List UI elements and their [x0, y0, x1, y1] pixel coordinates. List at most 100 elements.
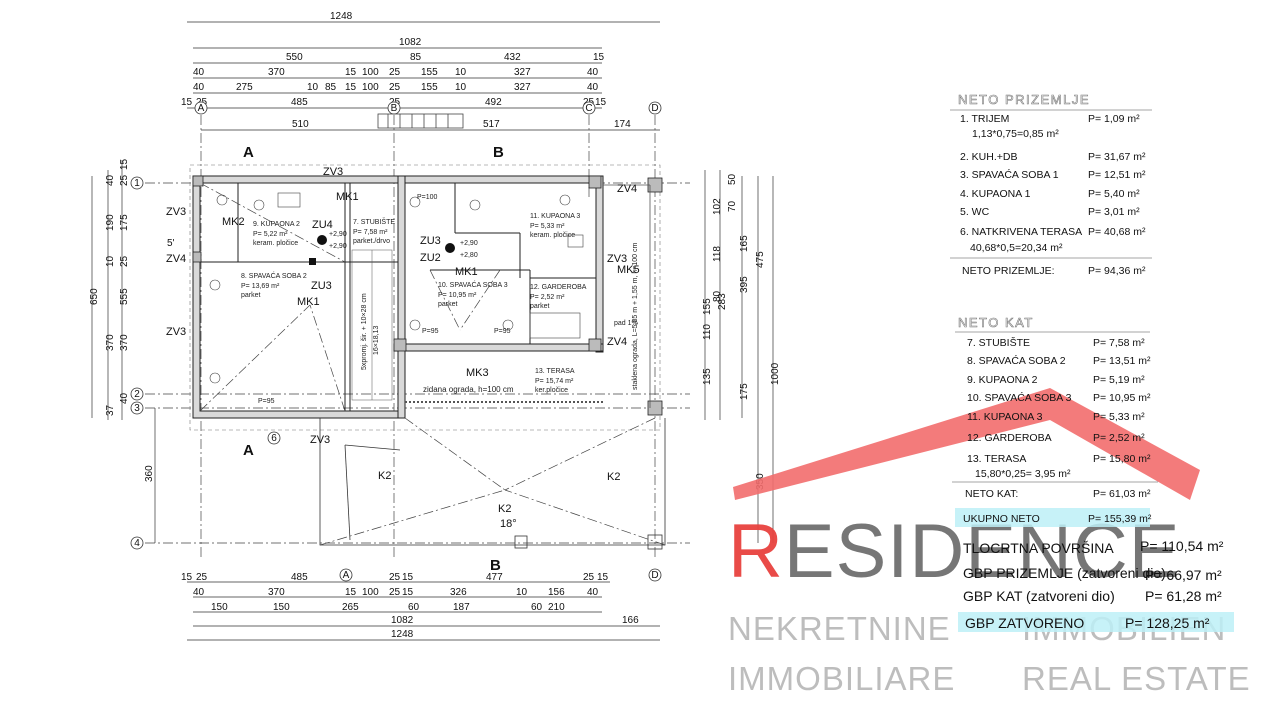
table-title: NETO PRIZEMLJE	[958, 92, 1090, 107]
room-area: P= 15,74 m²	[535, 378, 574, 385]
marker-zu3: ZU3	[420, 235, 441, 247]
stair-label: 5xpromj. šir. + 10×28 cm	[361, 293, 368, 370]
marker-k2: K2	[607, 471, 620, 483]
dim-label: 135	[702, 368, 713, 385]
dim-label: 150	[273, 602, 290, 613]
row-value: P= 5,19 m²	[1093, 374, 1145, 386]
dim-label: 485	[291, 572, 308, 583]
row-value: P= 5,40 m²	[1088, 188, 1140, 200]
dim-label: 517	[483, 119, 500, 130]
dim-label: 25	[119, 174, 130, 186]
dim-label: 327	[514, 82, 531, 93]
neto-prizemlje-table: NETO PRIZEMLJE 1. TRIJEM P= 1,09 m² 1,13…	[950, 92, 1152, 277]
roof-angle: 18°	[500, 518, 517, 530]
watermark-line: REAL ESTATE	[1022, 660, 1251, 697]
axis-label: 6	[271, 433, 277, 444]
room-labels: 9. KUPAONA 2 P= 5,22 m² keram. pločice 7…	[241, 213, 587, 394]
dim-label: 283	[717, 293, 728, 310]
dim-label: 15	[345, 587, 357, 598]
level-mark: +2,80	[460, 252, 478, 259]
door-label: P=100	[417, 194, 438, 201]
dim-label: 650	[89, 288, 100, 305]
room-name: 7. STUBIŠTE	[353, 217, 395, 226]
dim-label: 187	[453, 602, 470, 613]
axis-label: D	[651, 570, 658, 581]
level-mark: +2,90	[460, 240, 478, 247]
dim-label: 1248	[330, 11, 353, 22]
dim-label: 155	[702, 298, 713, 315]
dim-row: 40 370 15 100 25 155 10 327 40	[193, 67, 599, 78]
dim-label: 1248	[391, 629, 414, 640]
axis-label: 2	[134, 389, 140, 400]
gbp-kat-label: GBP KAT (zatvoreni dio)	[963, 588, 1115, 604]
axis-label: 1	[134, 178, 140, 189]
dim-label: 150	[211, 602, 228, 613]
dim-label: 40	[193, 67, 205, 78]
door-label: P=95	[422, 328, 439, 335]
dim-label: 510	[292, 119, 309, 130]
dim-label: 485	[291, 97, 308, 108]
row-value: P= 3,01 m²	[1088, 206, 1140, 218]
dim-row: 40 275 10 85 15 100 25 155 10 327 40	[193, 82, 599, 93]
row-value: P= 2,52 m²	[1093, 432, 1145, 444]
row-label: 3. SPAVAĆA SOBA 1	[960, 168, 1059, 181]
room-floor: keram. pločice	[253, 240, 298, 247]
dim-label: 37	[105, 404, 116, 416]
row-sub: 1,13*0,75=0,85 m²	[972, 128, 1059, 140]
dim-label: 15	[181, 572, 193, 583]
dim-label: 85	[410, 52, 422, 63]
railing-label: zidana ograda, h=100 cm	[423, 385, 514, 394]
marker-zv4: ZV4	[617, 183, 637, 195]
dim-label: 477	[486, 572, 503, 583]
grid-axes: A B C D 1 2 3 4 A D 6 A A B B	[130, 101, 690, 582]
dim-label: 1082	[399, 37, 422, 48]
dim-label: 210	[548, 602, 565, 613]
dim-label: 15	[595, 97, 607, 108]
row-label: 4. KUPAONA 1	[960, 188, 1031, 200]
logo-letter: R	[728, 509, 784, 594]
dim-label: 360	[144, 465, 155, 482]
neto-kat-table: NETO KAT 7. STUBIŠTE P= 7,58 m² 8. SPAVA…	[952, 315, 1158, 500]
room-floor: keram. pločice	[530, 232, 575, 239]
row-value: P= 31,67 m²	[1088, 151, 1146, 163]
dim-label: 155	[421, 82, 438, 93]
dim-label: 1082	[391, 615, 414, 626]
dim-label: 15	[119, 158, 130, 170]
marker-zv3: ZV3	[323, 166, 343, 178]
marker-zv4: ZV4	[607, 336, 627, 348]
room-name: 9. KUPAONA 2	[253, 221, 300, 228]
dim-label: 155	[421, 67, 438, 78]
room-name: 8. SPAVAĆA SOBA 2	[241, 271, 307, 280]
marker-zv3: ZV3	[166, 326, 186, 338]
dim-label: 50	[727, 173, 738, 185]
marker-mk5: MK5	[617, 264, 640, 276]
marker-zv3: ZV3	[310, 434, 330, 446]
dim-label: 40	[119, 392, 130, 404]
axis-label: D	[651, 103, 658, 114]
room-area: P= 7,58 m²	[353, 229, 388, 236]
area-summary: UKUPNO NETO P= 155,39 m² TLOCRTNA POVRŠI…	[955, 508, 1234, 632]
dim-label: 555	[119, 288, 130, 305]
row-value: P= 1,09 m²	[1088, 113, 1140, 125]
room-floor: ker.pločice	[535, 387, 568, 394]
dim-label: 370	[268, 67, 285, 78]
room-name: 13. TERASA	[535, 368, 575, 375]
top-dimensions: 1248 1082 550 85 432 15 40 370 15 100 25…	[181, 11, 660, 131]
row-label: 7. STUBIŠTE	[967, 336, 1030, 349]
dim-label: 370	[268, 587, 285, 598]
dim-label: 40	[193, 587, 205, 598]
watermark-line: IMMOBILIARE	[728, 660, 955, 697]
dim-label: 190	[105, 214, 116, 231]
dim-label: 10	[455, 67, 467, 78]
tlocrtna-label: TLOCRTNA POVRŠINA	[963, 540, 1114, 556]
row-label: 1. TRIJEM	[960, 113, 1009, 125]
dim-label: 165	[739, 235, 750, 252]
total-value: P= 61,03 m²	[1093, 488, 1151, 500]
railing-label: staklena ograda, L=5,85 m + 1,55 m, h=10…	[632, 243, 639, 390]
total-label: NETO KAT:	[965, 488, 1018, 500]
gbp-prizemlje-value: P= 66,97 m²	[1145, 567, 1222, 583]
dim-label: 40	[105, 174, 116, 186]
row-sub: 15,80*0,25= 3,95 m²	[975, 468, 1071, 480]
axis-label: A	[343, 570, 350, 581]
